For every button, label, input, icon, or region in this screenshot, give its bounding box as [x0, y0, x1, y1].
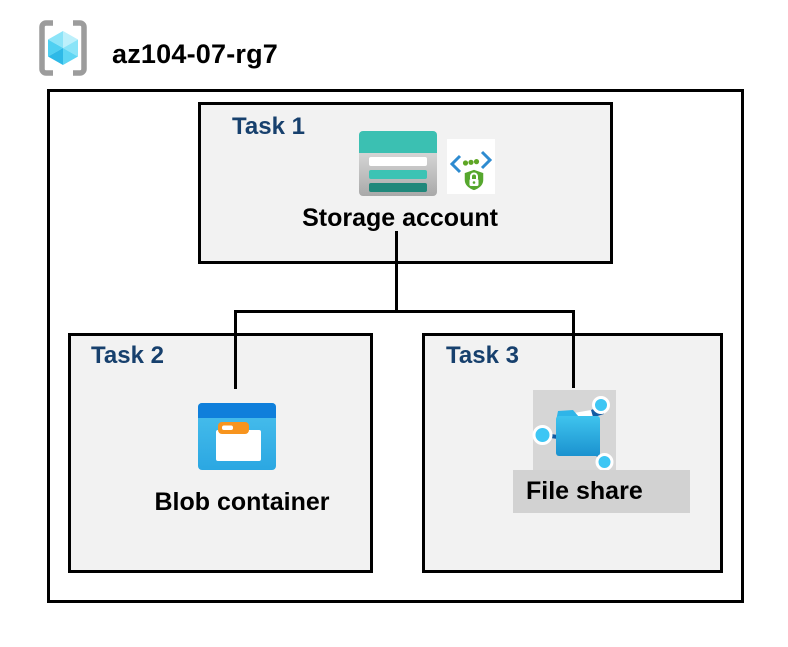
- file-share-label: File share: [526, 477, 643, 505]
- task3-label: Task 3: [446, 342, 519, 369]
- task2-label: Task 2: [91, 342, 164, 369]
- storage-account-label: Storage account: [302, 204, 498, 232]
- connector-horizontal: [234, 310, 575, 313]
- resource-group-icon: [39, 20, 87, 76]
- file-share-icon-highlight: [532, 390, 616, 471]
- blob-container-icon: [198, 403, 276, 470]
- storage-account-icon: [359, 131, 437, 196]
- task1-label: Task 1: [232, 113, 305, 140]
- connector-to-blob-container: [234, 310, 237, 389]
- connector-storage-stem: [395, 231, 398, 313]
- api-security-icon: [447, 139, 495, 194]
- file-share-label-highlight: File share: [513, 470, 690, 513]
- task1-box: Task 1 Storage account: [198, 102, 613, 264]
- connector-to-file-share: [572, 310, 575, 388]
- file-share-icon: [532, 396, 614, 471]
- task2-box: Task 2 Blob container: [68, 333, 373, 573]
- resource-group-name: az104-07-rg7: [112, 39, 278, 69]
- blob-container-label: Blob container: [154, 488, 330, 516]
